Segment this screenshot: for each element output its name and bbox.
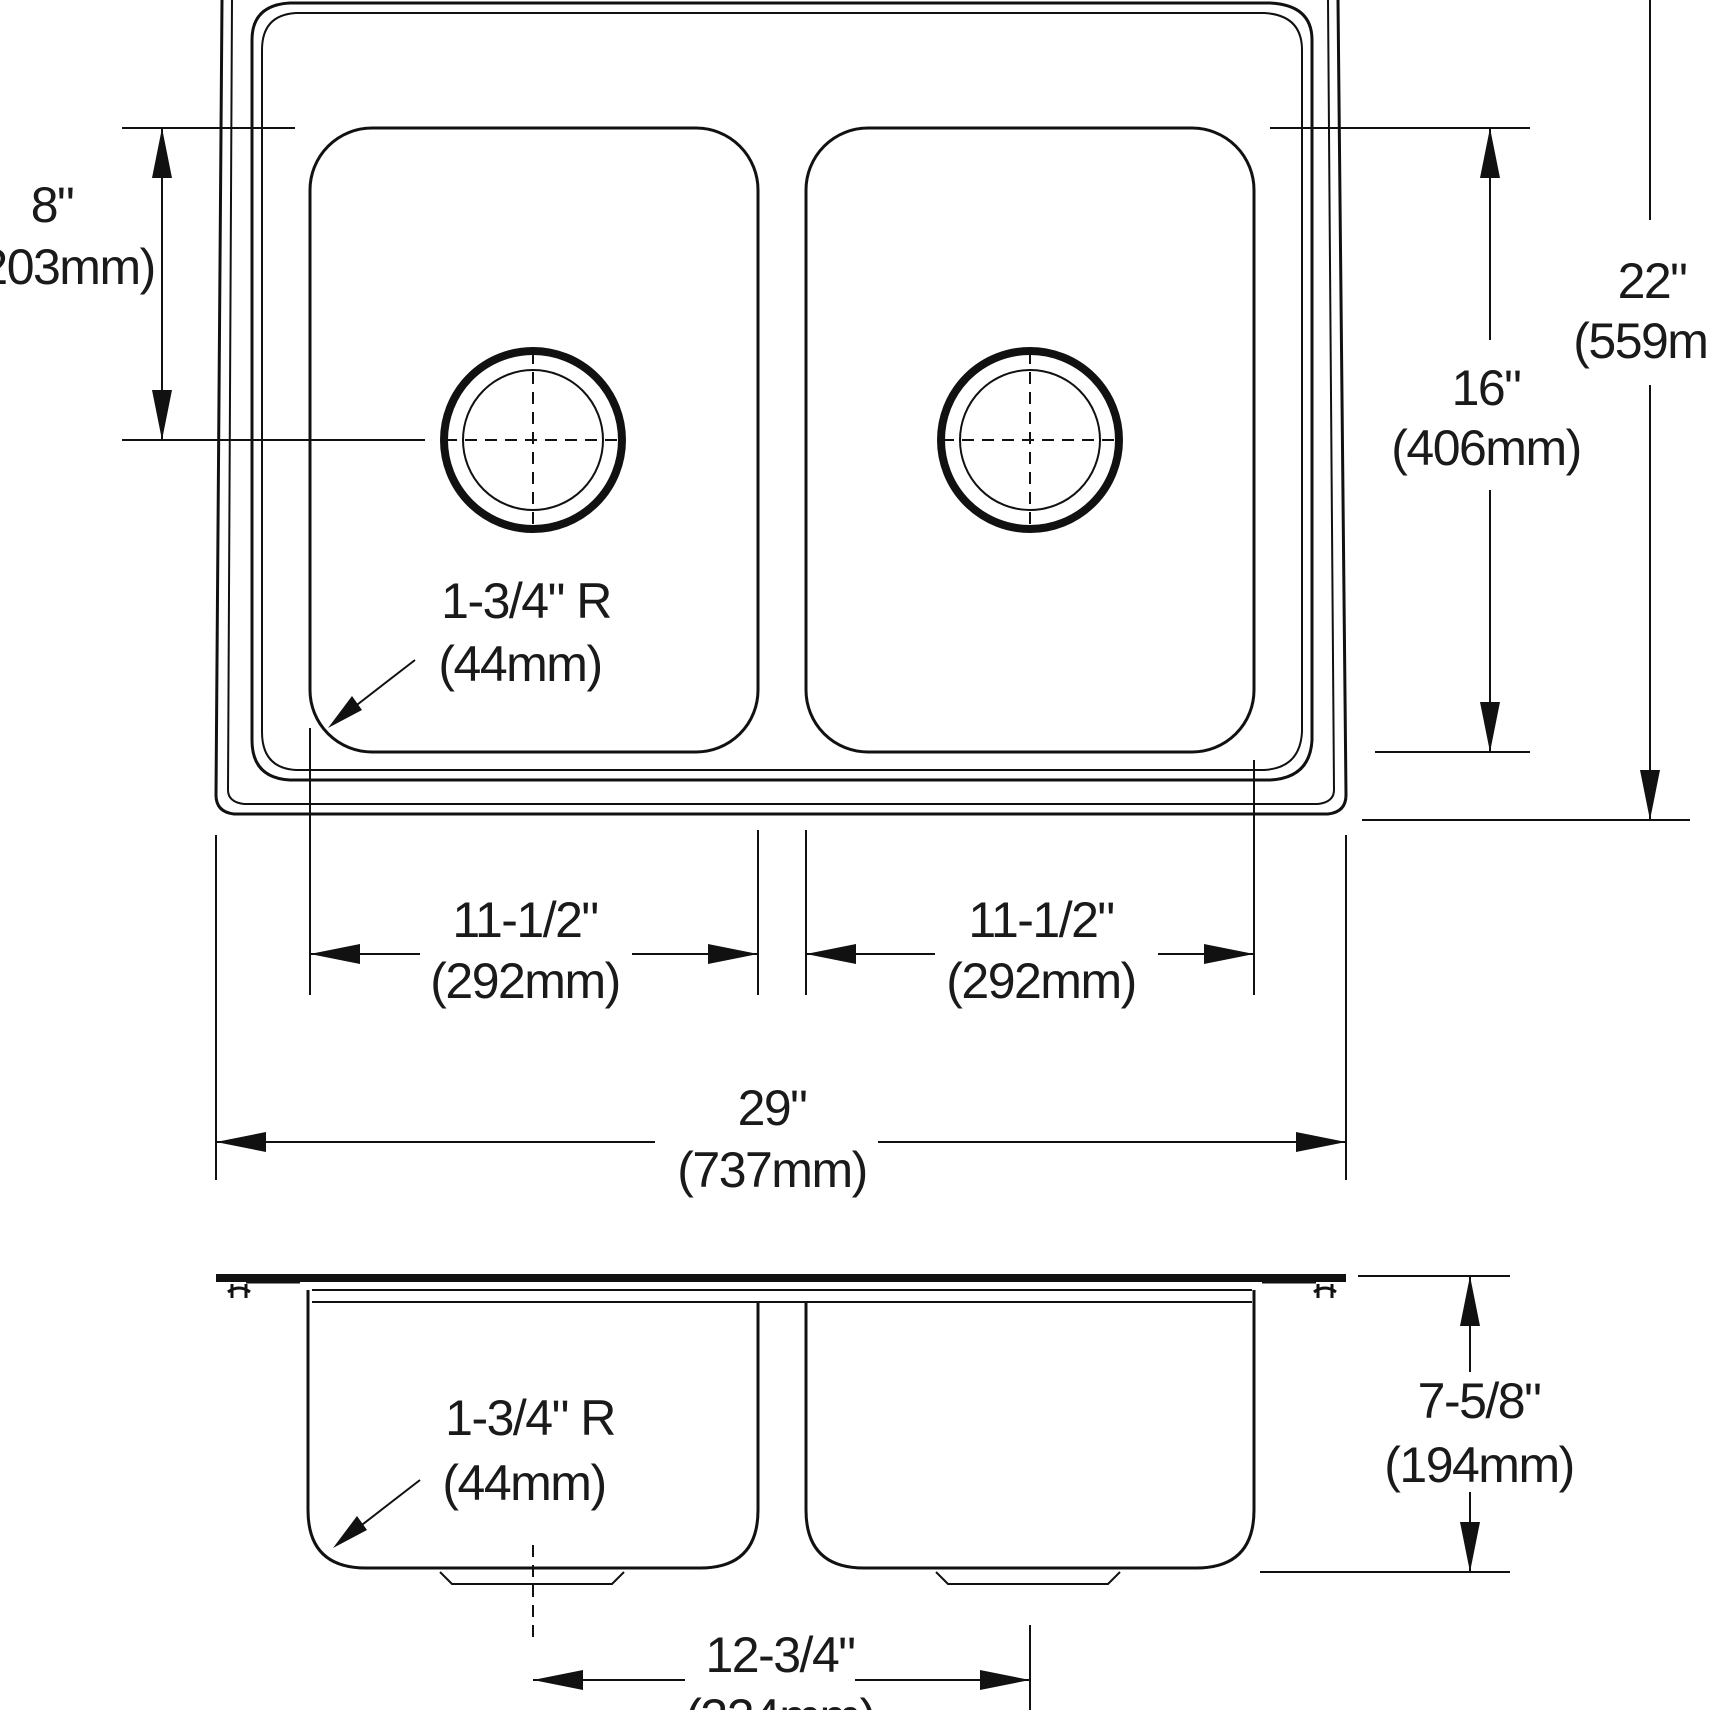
left-mounting-clip [227,1280,300,1298]
top-radius-inch-label: 1-3/4" R [441,573,611,629]
bowl-depth-mm-label: (194mm) [1384,1437,1574,1493]
right-bowl-width-mm-label: (292mm) [946,953,1136,1009]
right-mounting-clip [1262,1280,1337,1298]
drain-offset-mm-label: (203mm) [0,239,155,295]
drain-spacing-inch-label: 12-3/4" [705,1627,854,1683]
sink-rim-inner-edge [226,0,1336,805]
left-bowl-width-mm-label: (292mm) [430,953,620,1009]
bowl-length-inch-label: 16" [1452,360,1521,416]
right-bowl-drain-body [935,1571,1121,1585]
overall-depth-dimension [1362,0,1690,821]
drain-offset-dimension [122,127,425,441]
left-bowl-drain-body [439,1571,625,1585]
drain-offset-inch-label: 8" [31,177,74,233]
right-bowl-side-outline [804,1290,1256,1570]
bowl-length-mm-label: (406mm) [1391,420,1581,476]
overall-depth-inch-label: 22" [1618,253,1687,309]
left-bowl-width-inch-label: 11-1/2" [452,892,597,948]
side-radius-inch-label: 1-3/4" R [445,1390,615,1446]
sink-deck-inner [250,1,1314,782]
drain-spacing-mm-label: (324mm) [685,1689,875,1710]
right-drain [937,347,1123,533]
overall-width-dimension [215,835,1347,1180]
right-bowl-width-dimension [805,760,1255,995]
drain-spacing-dimension [533,1625,1031,1710]
bowl-length-dimension [1270,127,1530,753]
sink-top-view [214,0,1348,816]
bowl-depth-inch-label: 7-5/8" [1418,1373,1541,1429]
bowl-depth-dimension [1260,1275,1510,1573]
sink-side-view [216,1274,1346,1640]
left-bowl-width-dimension [309,728,759,995]
left-drain [440,347,626,533]
overall-depth-mm-label: (559mm) [1573,313,1710,369]
overall-width-inch-label: 29" [738,1080,807,1136]
sink-outer-rim [214,0,1348,816]
side-radius-leader [333,1479,421,1548]
right-bowl-width-inch-label: 11-1/2" [968,892,1113,948]
right-bowl-outline [804,126,1256,754]
sink-deck-inner-2 [261,12,1303,771]
overall-width-mm-label: (737mm) [677,1142,867,1198]
top-radius-leader [328,659,416,728]
side-radius-mm-label: (44mm) [442,1455,605,1511]
top-radius-mm-label: (44mm) [438,636,601,692]
